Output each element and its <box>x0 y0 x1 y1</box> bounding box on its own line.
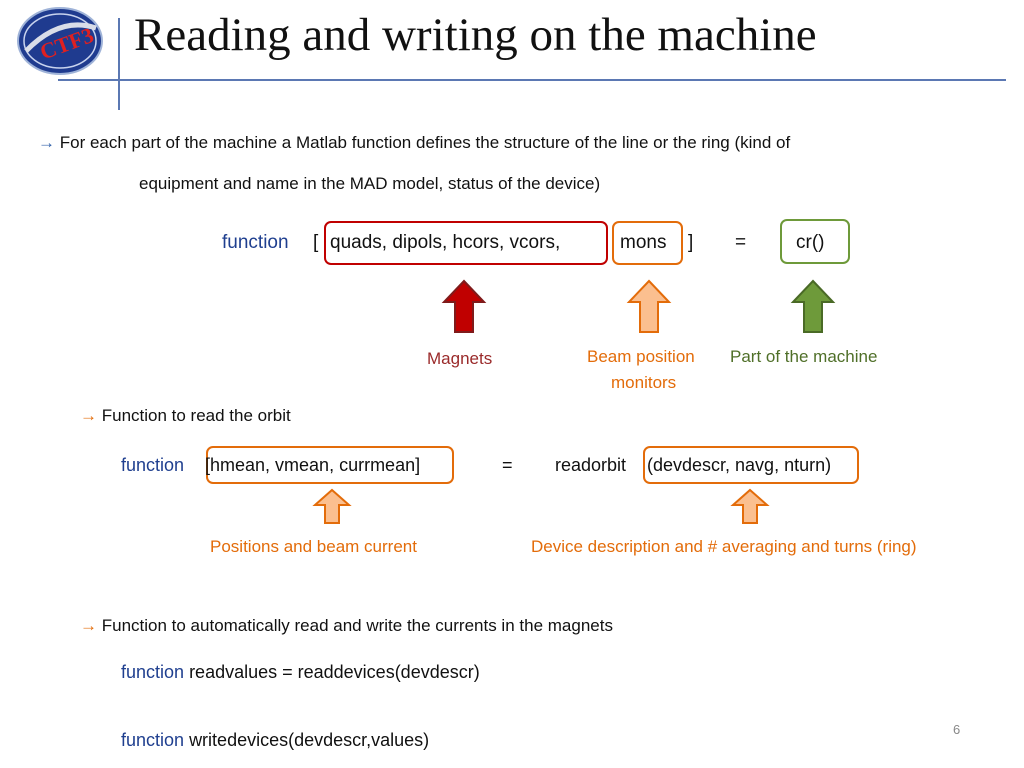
read-orbit-heading: → Function to read the orbit <box>80 406 291 426</box>
cr-open-bracket: [ <box>313 232 319 253</box>
magnets-args: quads, dipols, hcors, vcors, <box>330 232 561 253</box>
machine-up-arrow-icon <box>790 279 836 333</box>
auto-rw-heading-text: Function to automatically read and write… <box>101 616 613 635</box>
auto-rw-heading: → Function to automatically read and wri… <box>80 616 613 636</box>
cr-function-keyword: function <box>222 232 289 253</box>
bullet-arrow-icon: → <box>80 406 97 425</box>
orbit-fname: readorbit <box>555 455 627 475</box>
readdevices-keyword: function <box>121 662 185 682</box>
positions-up-arrow-icon <box>312 488 352 524</box>
ctf3-logo-icon: CTF3 <box>16 6 104 76</box>
cr-call: cr() <box>796 232 825 253</box>
intro-line-1: → For each part of the machine a Matlab … <box>38 133 790 153</box>
orbit-outputs: [hmean, vmean, currmean] <box>205 455 421 475</box>
devdescr-up-arrow-icon <box>730 488 770 524</box>
monitors-arg: mons <box>620 232 667 253</box>
writedevices-keyword: function <box>121 730 185 750</box>
read-orbit-keyword: function <box>121 455 185 475</box>
title-horizontal-divider <box>58 79 1006 81</box>
intro-line-2: equipment and name in the MAD model, sta… <box>139 174 601 193</box>
cr-call-box <box>780 219 850 264</box>
writedevices-code: writedevices(devdescr,values) <box>189 730 430 750</box>
magnets-up-arrow-icon <box>441 279 487 333</box>
orbit-args-box <box>643 446 859 484</box>
page-number: 6 <box>953 722 961 737</box>
cr-equals: = <box>735 232 747 253</box>
readdevices-line: function readvalues = readdevices(devdes… <box>121 662 480 683</box>
cr-close-bracket: ] <box>688 232 694 253</box>
magnets-args-box <box>324 221 608 265</box>
magnets-label: Magnets <box>427 349 493 368</box>
readdevices-code: readvalues = readdevices(devdescr) <box>189 662 480 682</box>
page-title: Reading and writing on the machine <box>134 9 817 61</box>
intro-text-1: For each part of the machine a Matlab fu… <box>59 133 791 152</box>
bpm-label-line-2: monitors <box>611 373 677 392</box>
orbit-args: (devdescr, navg, nturn) <box>647 455 832 475</box>
machine-part-label: Part of the machine <box>730 347 878 366</box>
orbit-equals: = <box>502 455 513 475</box>
monitors-arg-box <box>612 221 683 265</box>
orbit-outputs-box <box>206 446 454 484</box>
read-orbit-heading-text: Function to read the orbit <box>101 406 291 425</box>
title-vertical-divider <box>118 18 120 110</box>
bpm-label-line-1: Beam position <box>587 347 695 366</box>
bullet-arrow-icon: → <box>80 616 97 635</box>
devdescr-label: Device description and # averaging and t… <box>531 537 917 556</box>
monitors-up-arrow-icon <box>626 279 672 333</box>
positions-label: Positions and beam current <box>210 537 417 556</box>
bullet-arrow-icon: → <box>38 133 55 152</box>
writedevices-line: function writedevices(devdescr,values) <box>121 730 429 751</box>
